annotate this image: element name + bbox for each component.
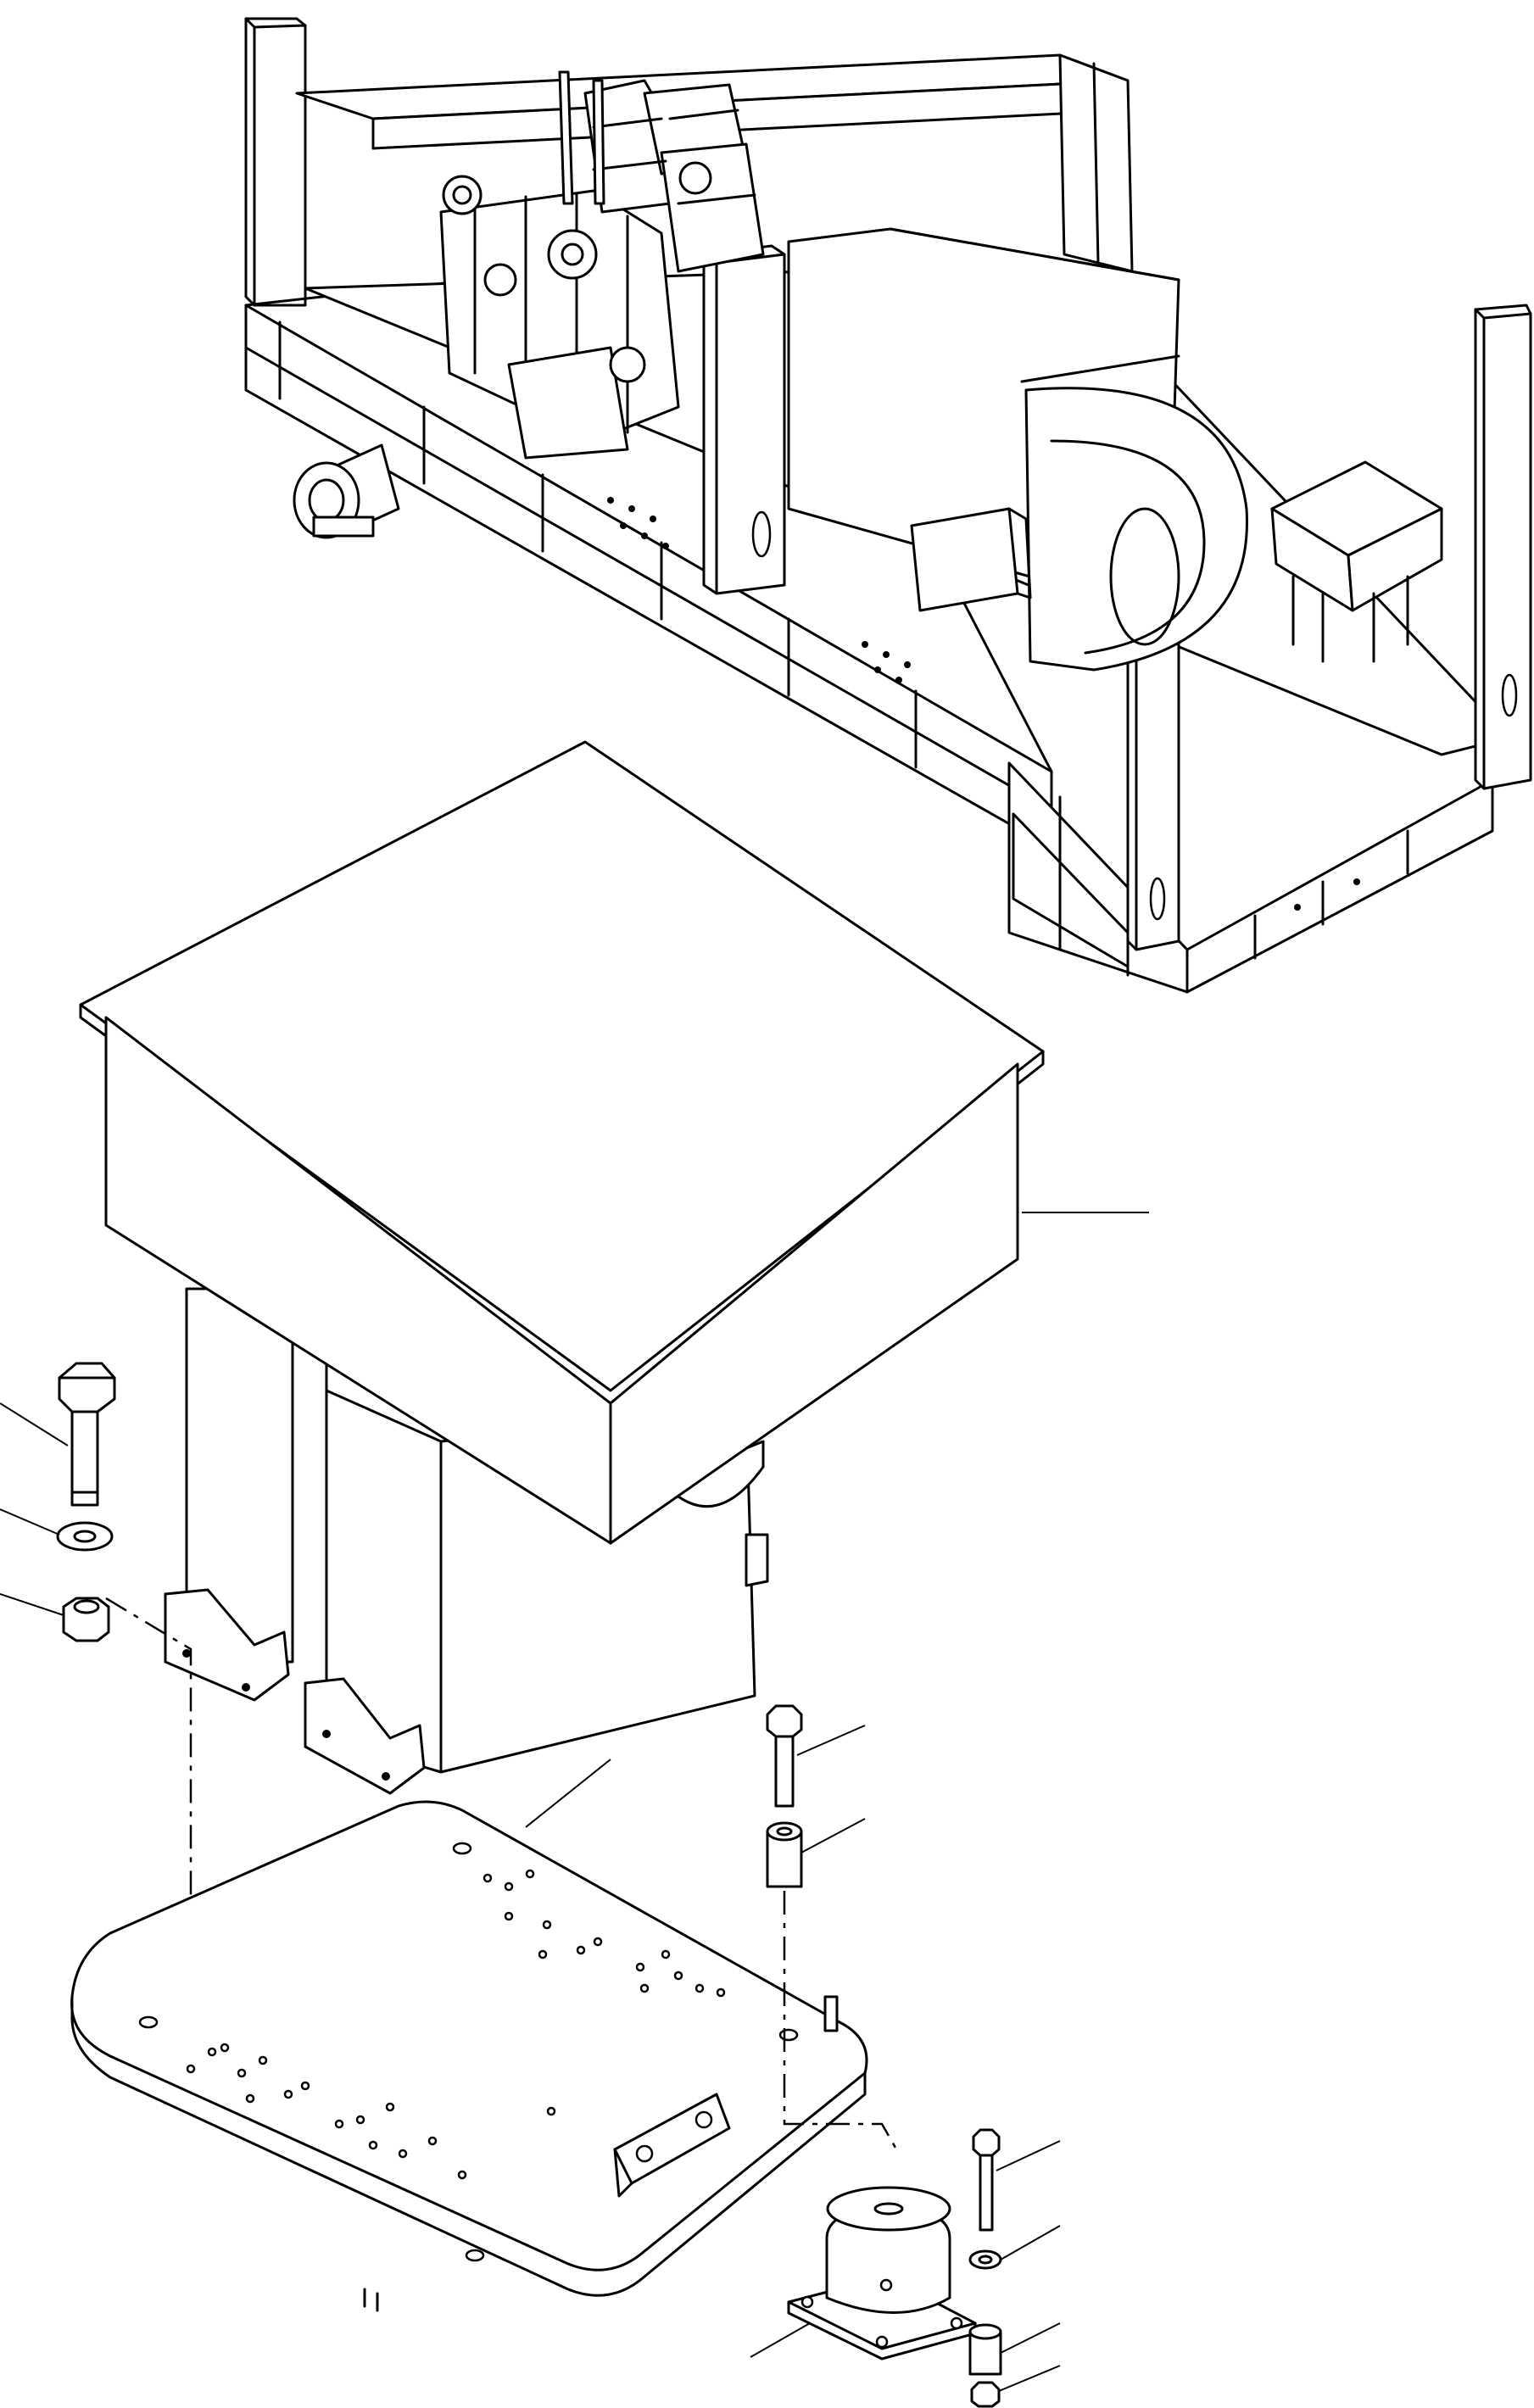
mounting-plate [70,1800,868,2312]
bolt-tiny [972,2128,1001,2232]
leader-nut-tiny [998,2365,1061,2392]
plate-hole-pattern [138,1842,799,2262]
skid-frame-assembly [244,17,1532,994]
spacer-sleeve [766,1821,803,1888]
leader-washer [0,1508,60,1536]
callout-leaders [0,1212,1149,2392]
leader-bolt-tiny [996,2140,1061,2171]
leader-hex-nut [0,1593,64,1616]
valve-manifold [439,70,765,460]
flat-washer-large [56,1521,114,1552]
leader-bolt-small [796,1725,866,1756]
enclosure-box [79,740,1045,1795]
leader-isolator [750,2322,811,2358]
nut-tiny [970,2381,1001,2408]
vibration-isolator-mount [787,2186,977,2361]
leader-hex-bolt [0,1402,69,1446]
washer-tiny [968,2249,1002,2270]
hex-nut-large [62,1597,110,1642]
bolt-small [766,1704,803,1808]
leader-washer-tiny [1000,2225,1061,2260]
hex-bolt-large [58,1362,116,1507]
leader-spacer-tiny [1000,2322,1061,2354]
leader-mounting-plate [525,1759,611,1828]
assembly-centerline-right [783,1891,901,2154]
frame-holes [607,497,1360,911]
spacer-tiny [968,2323,1002,2376]
leader-spacer [800,1818,866,1853]
